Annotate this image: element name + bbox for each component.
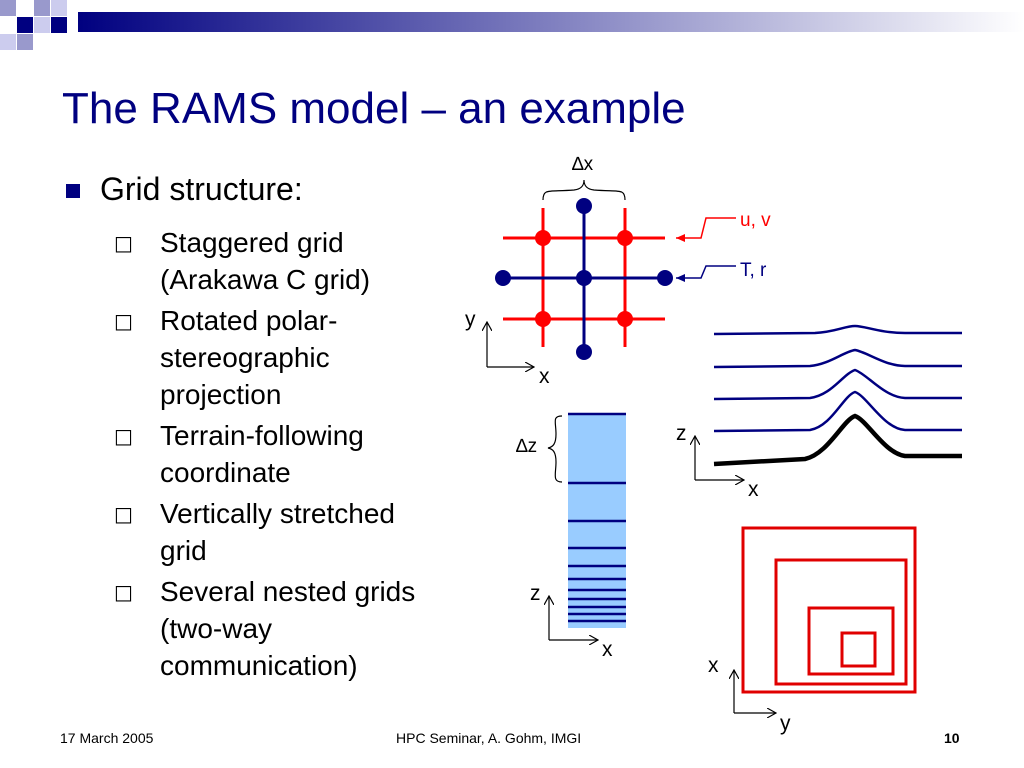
t-point bbox=[576, 344, 592, 360]
footer-date: 17 March 2005 bbox=[60, 730, 154, 746]
deco-square bbox=[0, 0, 16, 16]
deco-square bbox=[51, 0, 67, 16]
hollow-square-bullet-icon: □ bbox=[114, 502, 133, 526]
dx-brace bbox=[542, 179, 626, 201]
deco-square bbox=[51, 17, 67, 33]
deco-square bbox=[34, 0, 50, 16]
t-point bbox=[576, 270, 592, 286]
tr-pointer-line bbox=[676, 265, 736, 282]
t-point bbox=[657, 270, 673, 286]
t-point bbox=[495, 270, 511, 286]
coordinate-line bbox=[713, 348, 962, 369]
tr-label: T, r bbox=[740, 260, 767, 281]
bullet-list: Grid structure: bbox=[64, 170, 484, 214]
nest-domain bbox=[741, 526, 917, 694]
coordinate-line bbox=[713, 390, 962, 433]
t-point bbox=[576, 198, 592, 214]
u-point bbox=[535, 311, 551, 327]
u-point bbox=[535, 230, 551, 246]
terrain-x-label: x bbox=[748, 478, 759, 501]
stretched-column: ∆z z x bbox=[516, 412, 626, 661]
sub-bullet-text: Staggered grid (Arakawa C grid) bbox=[160, 227, 371, 295]
staggered-grid: ∆x u, v T, r y x bbox=[465, 154, 771, 388]
nest-domain bbox=[774, 558, 908, 686]
footer-page-number: 10 bbox=[944, 730, 960, 746]
sub-bullet-list: □ Staggered grid (Arakawa C grid) □ Rota… bbox=[114, 224, 494, 688]
nest-y-label: y bbox=[780, 712, 791, 735]
sub-bullet-text: Several nested grids (two-way communicat… bbox=[160, 576, 416, 681]
nested-grids: x y bbox=[708, 526, 917, 735]
nest-domain bbox=[807, 606, 895, 676]
nest-domain bbox=[840, 631, 877, 668]
terrain-z-label: z bbox=[676, 422, 687, 445]
nest-x-label: x bbox=[708, 654, 719, 677]
sub-bullet-text: Terrain-following coordinate bbox=[160, 420, 364, 488]
hollow-square-bullet-icon: □ bbox=[114, 309, 133, 333]
slide-title: The RAMS model – an example bbox=[62, 84, 686, 133]
sub-bullet-nested: □ Several nested grids (two-way communic… bbox=[114, 573, 494, 684]
bullet-grid-structure: Grid structure: bbox=[64, 170, 484, 208]
hollow-square-bullet-icon: □ bbox=[114, 424, 133, 448]
sub-bullet-stretched: □ Vertically stretched grid bbox=[114, 495, 494, 569]
sub-bullet-projection: □ Rotated polar- stereographic projectio… bbox=[114, 302, 494, 413]
header-decoration bbox=[0, 0, 1024, 50]
hollow-square-bullet-icon: □ bbox=[114, 580, 133, 604]
bullet-text: Grid structure: bbox=[100, 171, 303, 207]
hollow-square-bullet-icon: □ bbox=[114, 231, 133, 255]
header-gradient-bar bbox=[78, 12, 1024, 32]
footer-presenter: HPC Seminar, A. Gohm, IMGI bbox=[396, 730, 582, 746]
dz-label: ∆z bbox=[516, 436, 537, 457]
uv-label: u, v bbox=[740, 210, 771, 231]
deco-square bbox=[17, 34, 33, 50]
column-z-label: z bbox=[530, 582, 541, 605]
dz-brace bbox=[547, 415, 563, 483]
sub-bullet-terrain: □ Terrain-following coordinate bbox=[114, 417, 494, 491]
deco-square bbox=[34, 17, 50, 33]
sub-bullet-text: Rotated polar- stereographic projection bbox=[160, 305, 338, 410]
sub-bullet-staggered-grid: □ Staggered grid (Arakawa C grid) bbox=[114, 224, 494, 298]
grid-x-label: x bbox=[539, 365, 550, 388]
column-x-label: x bbox=[602, 638, 613, 661]
square-bullet-icon bbox=[66, 184, 80, 198]
coordinate-line bbox=[713, 324, 962, 336]
u-point bbox=[617, 311, 633, 327]
coordinate-line bbox=[713, 368, 962, 401]
terrain-following: z x bbox=[676, 324, 962, 501]
grid-y-label: y bbox=[465, 308, 476, 331]
deco-square bbox=[17, 17, 33, 33]
dx-label: ∆x bbox=[572, 154, 594, 175]
sub-bullet-text: Vertically stretched grid bbox=[160, 498, 395, 566]
uv-pointer-line bbox=[676, 217, 736, 242]
u-point bbox=[617, 230, 633, 246]
terrain-surface bbox=[713, 413, 962, 467]
deco-square bbox=[0, 34, 16, 50]
